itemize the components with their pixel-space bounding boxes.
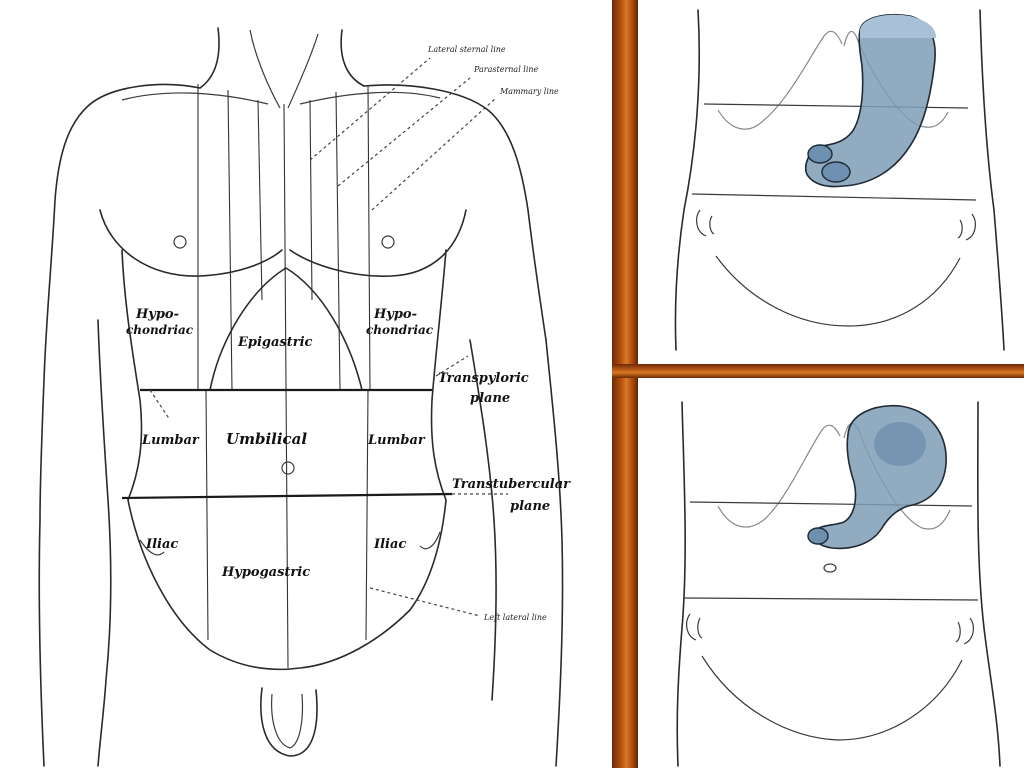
left-lateral-line xyxy=(365,389,369,641)
left-iliac-hook xyxy=(957,213,976,241)
right-iliac-mark xyxy=(139,539,165,556)
leader-right-lumbar xyxy=(149,389,171,421)
abdominal-regions-diagram: Lateral sternal line Parasternal line Ma… xyxy=(38,27,571,767)
label-iliac-right: Iliac xyxy=(145,537,178,552)
left-outer-arm xyxy=(545,339,564,767)
right-clavicle xyxy=(121,92,269,105)
label-transtubercular-2: plane xyxy=(510,499,550,514)
left-nipple xyxy=(381,235,395,249)
left-lateral-sternal-line xyxy=(309,99,313,301)
left-iliac-hook xyxy=(955,617,974,645)
left-clavicle xyxy=(299,91,441,105)
stomach-diagram-bottom xyxy=(638,378,1024,768)
umbilicus xyxy=(281,461,295,475)
leader-parasternal xyxy=(337,77,471,187)
left-mammary-line xyxy=(367,85,371,391)
duodenum-bulb xyxy=(821,161,851,183)
stomach-fundus-highlight xyxy=(860,14,936,38)
torso-left-side xyxy=(979,9,1005,351)
pylorus-bulb xyxy=(807,527,829,545)
label-umbilical: Umbilical xyxy=(226,430,307,448)
label-iliac-left: Iliac xyxy=(373,537,406,552)
transtubercular-plane-line xyxy=(121,492,453,500)
pelvis-curve xyxy=(715,255,961,327)
stomach-fundus-shading xyxy=(874,422,926,466)
torso-left-side xyxy=(976,401,1001,767)
label-transtubercular-1: Transtubercular xyxy=(452,477,571,492)
leader-mammary xyxy=(371,97,497,211)
pelvis-outline xyxy=(127,499,447,671)
pylorus-bulb xyxy=(807,144,833,164)
label-lumbar-left: Lumbar xyxy=(367,433,426,448)
right-iliac-hook xyxy=(696,209,715,237)
label-hypochondriac-right-1: Hypo- xyxy=(135,307,179,322)
right-pectoral xyxy=(99,209,283,277)
vertical-divider-bar xyxy=(612,0,638,768)
leader-lateral-sternal xyxy=(309,57,431,161)
left-shoulder-arm-outline xyxy=(363,84,547,341)
stomach-top-drawing xyxy=(674,9,1005,351)
costal-margin xyxy=(209,267,363,391)
right-lateral-line xyxy=(205,389,209,641)
leader-transpyloric xyxy=(435,355,469,377)
label-transpyloric-1: Transpyloric xyxy=(438,371,529,386)
label-lateral-sternal-line: Lateral sternal line xyxy=(427,45,506,54)
lower-plane-line xyxy=(683,597,979,601)
label-lumbar-right: Lumbar xyxy=(141,433,200,448)
label-left-lateral-line: Left lateral line xyxy=(483,613,547,622)
torso-right-side xyxy=(676,401,686,767)
torso-right-side xyxy=(674,9,701,351)
right-lateral-sternal-line xyxy=(257,99,263,301)
costal-margin-right xyxy=(717,30,843,130)
label-transpyloric-2: plane xyxy=(470,391,510,406)
left-inner-arm xyxy=(469,339,497,701)
genital-outline xyxy=(260,687,318,757)
right-iliac-hook xyxy=(686,613,703,641)
right-shoulder-arm-outline xyxy=(39,83,201,521)
label-hypogastric: Hypogastric xyxy=(221,565,310,580)
umbilicus xyxy=(823,563,837,573)
label-hypochondriac-left-2: chondriac xyxy=(366,323,434,337)
label-parasternal-line: Parasternal line xyxy=(473,65,539,74)
genital-detail xyxy=(271,693,304,749)
right-flank xyxy=(121,249,143,501)
costal-margin-right xyxy=(717,424,841,528)
upper-plane-line xyxy=(689,501,973,507)
neck-left-outline xyxy=(340,29,365,87)
pelvis-curve xyxy=(701,655,963,741)
right-nipple xyxy=(173,235,187,249)
right-inner-arm xyxy=(97,319,112,767)
stomach-bottom-drawing xyxy=(676,401,1001,767)
horizontal-divider-bar xyxy=(612,364,1024,378)
stomach-diagram-top xyxy=(638,0,1024,364)
lower-plane-line xyxy=(691,193,977,201)
label-hypochondriac-right-2: chondriac xyxy=(126,323,194,337)
leader-left-lateral xyxy=(369,587,481,617)
upper-plane-line xyxy=(703,103,969,109)
neck-muscle-line xyxy=(249,29,281,109)
label-epigastric: Epigastric xyxy=(237,335,313,350)
median-line xyxy=(283,103,289,669)
neck-muscle-line-2 xyxy=(287,33,319,109)
label-mammary-line: Mammary line xyxy=(499,87,559,96)
left-pectoral xyxy=(289,209,467,277)
right-outer-arm xyxy=(38,519,45,767)
left-iliac-mark xyxy=(419,531,441,550)
left-parasternal-line xyxy=(335,91,341,391)
label-hypochondriac-left-1: Hypo- xyxy=(373,307,417,322)
left-flank xyxy=(430,249,447,501)
neck-right-outline xyxy=(199,27,220,89)
right-parasternal-line xyxy=(227,89,233,391)
torso-drawing: Lateral sternal line Parasternal line Ma… xyxy=(38,27,571,767)
